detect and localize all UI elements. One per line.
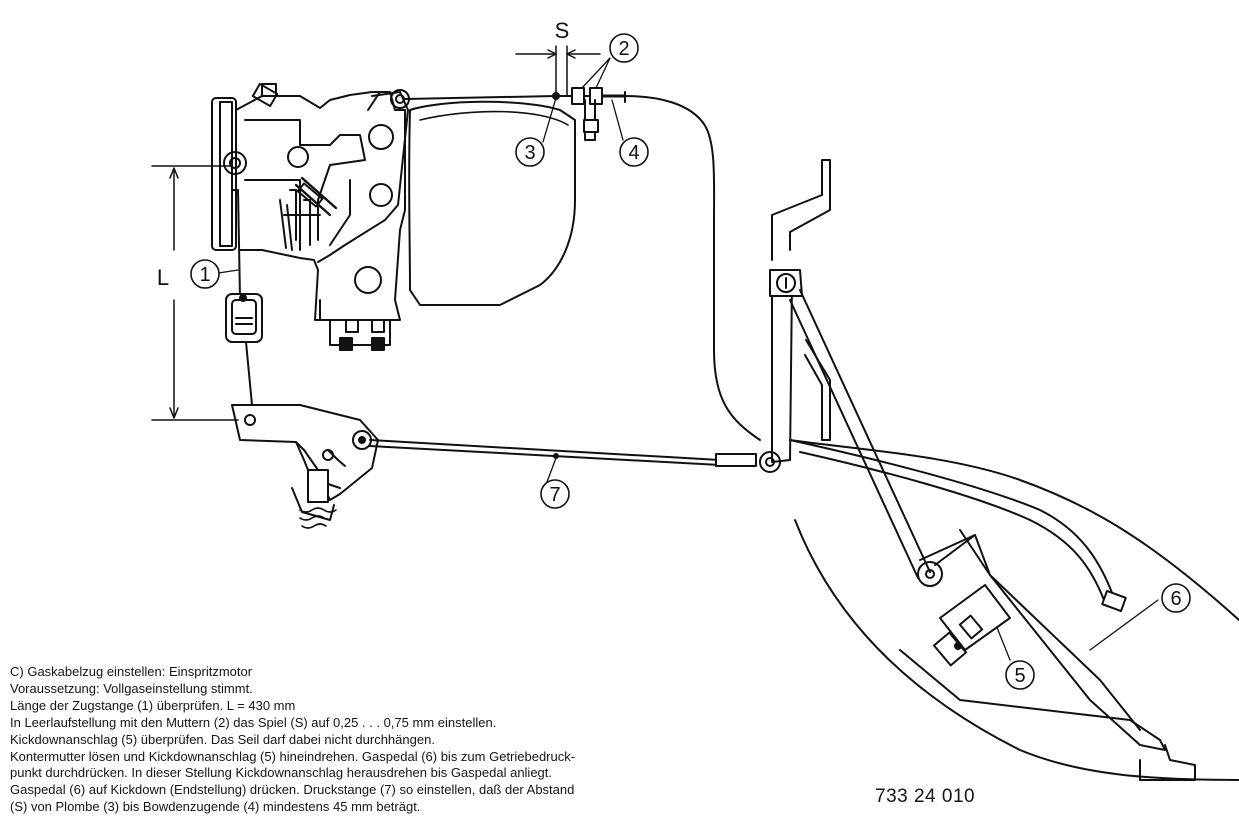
- callout-circle-3: [515, 137, 545, 167]
- figure-number: 733 24 010: [875, 786, 976, 807]
- callout-circle-5: [1005, 660, 1035, 690]
- gap-dimension-s: [515, 45, 601, 97]
- callout-circle-4: [619, 137, 649, 167]
- air-housing: [408, 100, 576, 306]
- callout-circle-1: [190, 259, 220, 289]
- pedal-lever: [769, 269, 943, 587]
- callout-circle-7: [540, 479, 570, 509]
- caption-line: Voraussetzung: Vollgaseinstellung stimmt…: [10, 680, 253, 696]
- caption-line: In Leerlaufstellung mit den Muttern (2) …: [10, 714, 497, 730]
- callout-label-2: 2: [618, 38, 629, 60]
- callout-circle-2: [609, 33, 639, 63]
- caption-line: punkt durchdrücken. In dieser Stellung K…: [10, 765, 553, 781]
- kickdown-cable: [789, 439, 1115, 599]
- dimension-label-l: L: [157, 265, 169, 290]
- dimension-label-s: S: [555, 18, 570, 43]
- accelerator-pedal: [899, 529, 1196, 781]
- caption-block: C) Gaskabelzug einstellen: Einspritzmoto…: [10, 664, 710, 816]
- caption-line: (S) von Plombe (3) bis Bowdenzugende (4)…: [10, 799, 421, 815]
- caption-line: C) Gaskabelzug einstellen: Einspritzmoto…: [10, 664, 253, 679]
- callout-label-6: 6: [1170, 588, 1181, 610]
- throttle-lever: [317, 89, 410, 263]
- cable-adjust-nuts: [552, 87, 627, 141]
- throttle-cable-upper: [404, 95, 761, 441]
- length-dimension-l: [151, 165, 239, 421]
- callout-label-5: 5: [1014, 665, 1025, 687]
- lower-bell-crank: [231, 404, 379, 529]
- throttle-body: [211, 82, 406, 351]
- firewall-bracket: [771, 159, 831, 441]
- push-rod-7: [369, 439, 781, 473]
- callout-label-7: 7: [549, 484, 560, 506]
- caption-line: Kontermutter lösen und Kickdownanschlag …: [10, 748, 576, 764]
- caption-line: Kickdownanschlag (5) überprüfen. Das Sei…: [10, 731, 435, 747]
- caption-line: Länge der Zugstange (1) überprüfen. L = …: [10, 697, 296, 713]
- callout-label-3: 3: [524, 142, 535, 164]
- callout-circle-6: [1161, 583, 1191, 613]
- callout-label-4: 4: [628, 142, 639, 164]
- connecting-rod-1: [225, 167, 263, 406]
- callout-label-1: 1: [199, 264, 210, 286]
- floor-panel: [789, 439, 1239, 781]
- caption-line: Gaspedal (6) auf Kickdown (Endstellung) …: [10, 782, 575, 798]
